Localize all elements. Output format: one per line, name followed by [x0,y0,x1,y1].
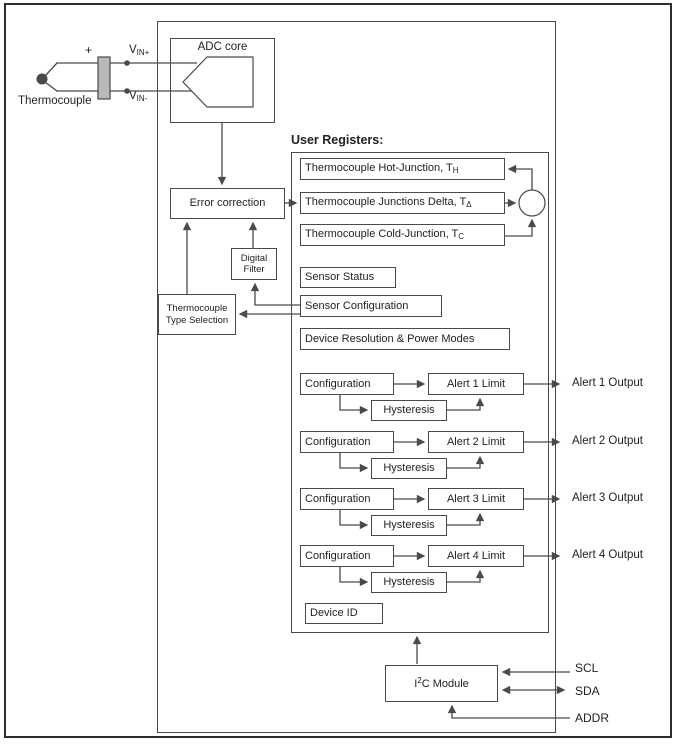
vin-plus-label: VIN+ [129,44,149,57]
alert1-configuration-label: Configuration [305,377,371,390]
i2c-rest: C Module [421,677,469,690]
register-cold-junction-label: Thermocouple Cold-Junction, TC [305,228,464,242]
alert4-hysteresis-label: Hysteresis [383,576,435,589]
register-device-id: Device ID [305,603,383,624]
vin-plus-base: V [129,44,137,56]
sensor-status-label: Sensor Status [305,271,375,284]
error-correction-label: Error correction [189,197,266,210]
alert2-limit-label: Alert 2 Limit [446,435,506,448]
device-resolution-label: Device Resolution & Power Modes [305,332,475,345]
scl-pin-label: SCL [575,661,599,675]
register-hot-junction-text: Thermocouple Hot-Junction, T [305,162,453,175]
register-junctions-delta-sub: Δ [466,200,472,210]
register-cold-junction: Thermocouple Cold-Junction, TC [300,224,505,246]
device-id-label: Device ID [310,607,358,620]
register-junctions-delta: Thermocouple Junctions Delta, TΔ [300,192,505,214]
page-border [4,3,672,738]
alert4-limit-box: Alert 4 Limit [428,545,524,567]
i2c-base: I [414,677,418,690]
sda-pin-label: SDA [575,684,600,698]
alert1-configuration-box: Configuration [300,373,394,395]
i2c-sup: 2 [417,675,422,685]
register-cold-junction-text: Thermocouple Cold-Junction, T [305,228,459,241]
vin-minus-base: V [129,90,137,102]
alert1-hysteresis-box: Hysteresis [371,400,447,421]
alert2-configuration-box: Configuration [300,431,394,453]
vin-plus-sub: IN+ [136,48,150,57]
alert4-configuration-box: Configuration [300,545,394,567]
alert2-output-label: Alert 2 Output [572,435,643,447]
register-device-resolution: Device Resolution & Power Modes [300,328,510,350]
digital-filter-box: Digital Filter [231,248,277,280]
register-cold-junction-sub: C [458,232,465,242]
adc-core-label: ADC core [197,41,248,53]
i2c-module-label: I2C Module [414,675,469,690]
register-sensor-configuration: Sensor Configuration [300,295,442,317]
alert3-limit-label: Alert 3 Limit [446,492,506,505]
alert1-hysteresis-label: Hysteresis [383,404,435,417]
thermocouple-label: Thermocouple [18,95,92,107]
register-hot-junction: Thermocouple Hot-Junction, TH [300,158,505,180]
alert3-output-label: Alert 3 Output [572,492,643,504]
alert2-limit-box: Alert 2 Limit [428,431,524,453]
error-correction-box: Error correction [170,188,285,219]
alert1-limit-box: Alert 1 Limit [428,373,524,395]
alert1-limit-label: Alert 1 Limit [446,377,506,390]
alert3-configuration-label: Configuration [305,492,371,505]
alert3-hysteresis-label: Hysteresis [383,519,435,532]
thermocouple-type-selection-box: Thermocouple Type Selection [158,294,236,335]
user-registers-heading: User Registers: [291,133,384,147]
register-junctions-delta-text: Thermocouple Junctions Delta, T [305,196,467,209]
addr-pin-label: ADDR [575,711,610,725]
alert3-limit-box: Alert 3 Limit [428,488,524,510]
alert4-configuration-label: Configuration [305,549,371,562]
del-sig-label: Del Sig [212,75,248,87]
sigma-symbol: Σ [527,195,537,210]
alert2-hysteresis-box: Hysteresis [371,458,447,479]
register-hot-junction-sub: H [452,166,459,176]
alert4-hysteresis-box: Hysteresis [371,572,447,593]
register-hot-junction-label: Thermocouple Hot-Junction, TH [305,162,459,176]
sensor-configuration-label: Sensor Configuration [305,299,409,312]
thermocouple-type-selection-label: Thermocouple Type Selection [165,303,229,326]
register-sensor-status: Sensor Status [300,267,396,288]
alert1-output-label: Alert 1 Output [572,377,643,389]
register-junctions-delta-label: Thermocouple Junctions Delta, TΔ [305,196,472,210]
alert4-output-label: Alert 4 Output [572,549,643,561]
plus-sign: + [85,43,93,57]
alert3-hysteresis-box: Hysteresis [371,515,447,536]
alert4-limit-label: Alert 4 Limit [446,549,506,562]
alert3-configuration-box: Configuration [300,488,394,510]
alert2-configuration-label: Configuration [305,435,371,448]
digital-filter-label: Digital Filter [240,252,268,275]
vin-minus-label: VIN- [129,90,147,103]
i2c-module-box: I2C Module [385,665,498,702]
vin-minus-sub: IN- [136,94,148,103]
alert2-hysteresis-label: Hysteresis [383,462,435,475]
